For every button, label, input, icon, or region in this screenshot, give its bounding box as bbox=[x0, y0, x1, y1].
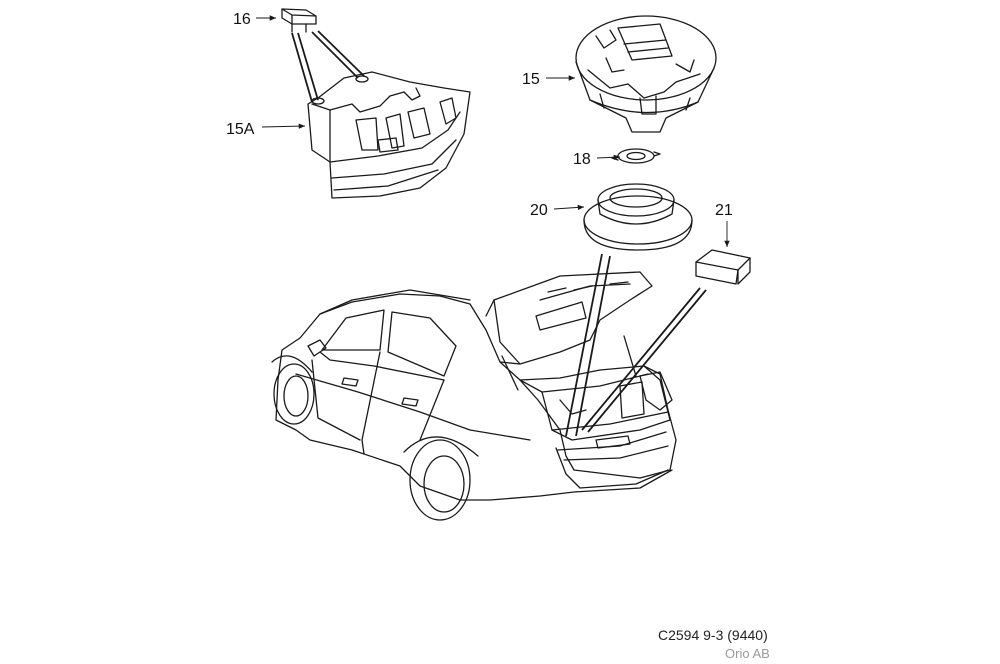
leader-20 bbox=[553, 204, 585, 211]
assembly-line-20a bbox=[565, 253, 603, 437]
callout-21: 21 bbox=[715, 202, 733, 219]
part-15a-tool-tray bbox=[307, 71, 471, 199]
part-16-clip bbox=[281, 8, 317, 33]
assembly-line-21b bbox=[587, 289, 707, 433]
brand-label: Orio AB bbox=[725, 646, 770, 661]
part-21-module bbox=[695, 249, 751, 285]
assembly-line-16b bbox=[297, 32, 319, 101]
assembly-line-16c bbox=[311, 31, 359, 79]
callout-16: 16 bbox=[233, 11, 251, 28]
callout-15a: 15A bbox=[226, 121, 255, 138]
part-15-wheel-insert bbox=[575, 15, 717, 133]
leader-15a bbox=[261, 123, 306, 129]
callout-18: 18 bbox=[573, 151, 591, 168]
assembly-line-16a bbox=[291, 32, 313, 103]
assembly-line-21a bbox=[581, 287, 701, 431]
vehicle-illustration bbox=[271, 271, 677, 521]
part-20-floor-cover bbox=[583, 183, 693, 251]
part-18-retaining-ring bbox=[611, 148, 661, 164]
callout-15: 15 bbox=[522, 71, 540, 88]
callout-20: 20 bbox=[530, 202, 548, 219]
assembly-line-16d bbox=[317, 30, 365, 77]
assembly-line-20b bbox=[575, 255, 611, 437]
drawing-code: C2594 9-3 (9440) bbox=[658, 627, 768, 643]
